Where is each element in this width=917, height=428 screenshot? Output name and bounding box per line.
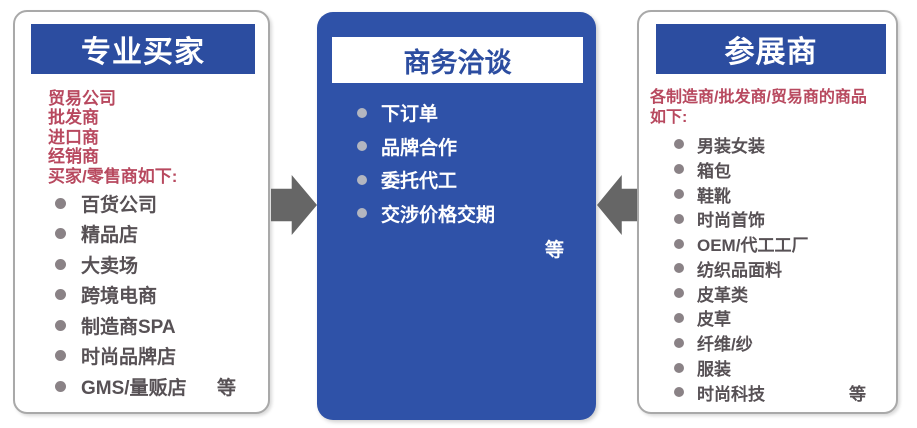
list-item: 跨境电商: [55, 280, 262, 311]
list-item-label: 委托代工: [381, 171, 458, 193]
list-item: 皮草: [674, 306, 890, 331]
list-item-label: 鞋靴: [697, 186, 731, 206]
list-item: 百货公司: [55, 188, 262, 219]
bullet-dot-icon: [357, 107, 367, 118]
intro-line: 批发商: [48, 108, 99, 128]
etc-label: 等: [849, 384, 866, 404]
list-item: 纤维/纱: [674, 330, 890, 355]
list-item: 交涉价格交期: [357, 197, 590, 231]
list-item-label: 皮草: [697, 310, 731, 330]
list-item-label: OEM/代工工厂: [697, 236, 809, 256]
list-item: 纺织品面料: [674, 256, 890, 281]
arrow-left-icon: [597, 175, 642, 235]
bullet-dot-icon: [674, 139, 684, 150]
panel-professional-buyers: 专业买家 贸易公司 批发商 进口商 经销商 买家/零售商如下: 百货公司 精品店…: [13, 10, 270, 414]
bullet-dot-icon: [674, 387, 684, 398]
list-item: 下订单: [357, 96, 590, 130]
intro-line: 买家/零售商如下:: [48, 166, 178, 186]
bullet-dot-icon: [357, 174, 367, 185]
panel-title: 参展商: [724, 36, 818, 69]
bullet-dot-icon: [674, 213, 684, 224]
list-item-label: 纺织品面料: [697, 260, 782, 280]
panel-title: 专业买家: [81, 36, 205, 69]
list-item: OEM/代工工厂: [674, 231, 890, 256]
list-item-label: 跨境电商: [81, 286, 158, 308]
intro-line: 各制造商/批发商/贸易商的商品: [650, 89, 867, 106]
negotiation-list: 下订单 品牌合作 委托代工 交涉价格交期: [357, 96, 590, 230]
bullet-dot-icon: [55, 350, 66, 362]
intro-line: 经销商: [48, 147, 99, 167]
list-item-label: GMS/量贩店: [81, 377, 187, 399]
list-item-label: 精品店: [81, 225, 139, 247]
list-item: 品牌合作: [357, 130, 590, 164]
list-item-label: 品牌合作: [381, 137, 458, 159]
list-item: 制造商SPA: [55, 310, 262, 341]
list-item-label: 纤维/纱: [697, 335, 753, 355]
bullet-dot-icon: [55, 258, 66, 270]
list-item-label: 下订单: [381, 104, 439, 126]
list-item: 时尚首饰: [674, 206, 890, 231]
intro-line: 贸易公司: [48, 89, 116, 108]
list-item: 大卖场: [55, 249, 262, 280]
panel-business-negotiation-header: 商务洽谈: [332, 37, 583, 83]
list-item-label: 皮革类: [697, 285, 748, 305]
buyers-intro-text: 贸易公司 批发商 进口商 经销商 买家/零售商如下:: [48, 89, 177, 186]
intro-line: 进口商: [48, 127, 99, 147]
list-item: 鞋靴: [674, 182, 890, 207]
list-item-label: 时尚首饰: [697, 211, 765, 231]
list-item-label: 百货公司: [81, 194, 158, 216]
etc-label: 等: [216, 377, 236, 399]
list-item: 箱包: [674, 157, 890, 182]
panel-title: 商务洽谈: [403, 47, 512, 78]
list-item: 时尚科技 等: [674, 380, 890, 405]
bullet-dot-icon: [674, 238, 684, 249]
bullet-dot-icon: [674, 312, 684, 323]
bullet-dot-icon: [55, 380, 66, 392]
bullet-dot-icon: [55, 319, 66, 331]
bullet-dot-icon: [55, 228, 66, 240]
bullet-dot-icon: [357, 208, 367, 219]
list-item: 皮革类: [674, 281, 890, 306]
panel-exhibitors-header: 参展商: [656, 24, 886, 74]
exhibitors-list: 男装女装 箱包 鞋靴 时尚首饰 OEM/代工工厂 纺织品面料 皮革类 皮草 纤维…: [674, 132, 890, 405]
bullet-dot-icon: [674, 188, 684, 199]
bullet-dot-icon: [357, 141, 367, 152]
bullet-dot-icon: [55, 197, 66, 209]
list-item-label: 时尚科技: [697, 384, 765, 404]
etc-label: 等: [544, 240, 564, 261]
bullet-dot-icon: [674, 362, 684, 373]
list-item-label: 服装: [697, 360, 731, 380]
bullet-dot-icon: [674, 164, 684, 175]
list-item-label: 男装女装: [697, 136, 765, 156]
list-item: 男装女装: [674, 132, 890, 157]
panel-business-negotiation: 商务洽谈 下订单 品牌合作 委托代工 交涉价格交期 等: [317, 12, 596, 420]
bullet-dot-icon: [674, 337, 684, 348]
buyers-list: 百货公司 精品店 大卖场 跨境电商 制造商SPA 时尚品牌店 GMS/量贩店 等: [55, 188, 262, 402]
intro-line: 如下:: [650, 109, 688, 126]
list-item: 服装: [674, 355, 890, 380]
list-item: 委托代工: [357, 163, 590, 197]
list-item: GMS/量贩店 等: [55, 371, 262, 402]
list-item-label: 交涉价格交期: [381, 204, 496, 226]
list-item-label: 时尚品牌店: [81, 347, 177, 369]
list-item: 精品店: [55, 219, 262, 250]
bullet-dot-icon: [674, 288, 684, 299]
list-item: 时尚品牌店: [55, 341, 262, 372]
list-item-label: 箱包: [697, 161, 731, 181]
list-item-label: 制造商SPA: [81, 316, 176, 338]
bullet-dot-icon: [674, 263, 684, 274]
arrow-right-icon: [271, 175, 317, 235]
list-item-label: 大卖场: [81, 255, 139, 277]
panel-exhibitors: 参展商 各制造商/批发商/贸易商的商品 如下: 男装女装 箱包 鞋靴 时尚首饰 …: [637, 10, 898, 414]
panel-professional-buyers-header: 专业买家: [31, 24, 255, 74]
bullet-dot-icon: [55, 289, 66, 301]
exhibitors-intro-text: 各制造商/批发商/贸易商的商品 如下:: [650, 88, 867, 128]
